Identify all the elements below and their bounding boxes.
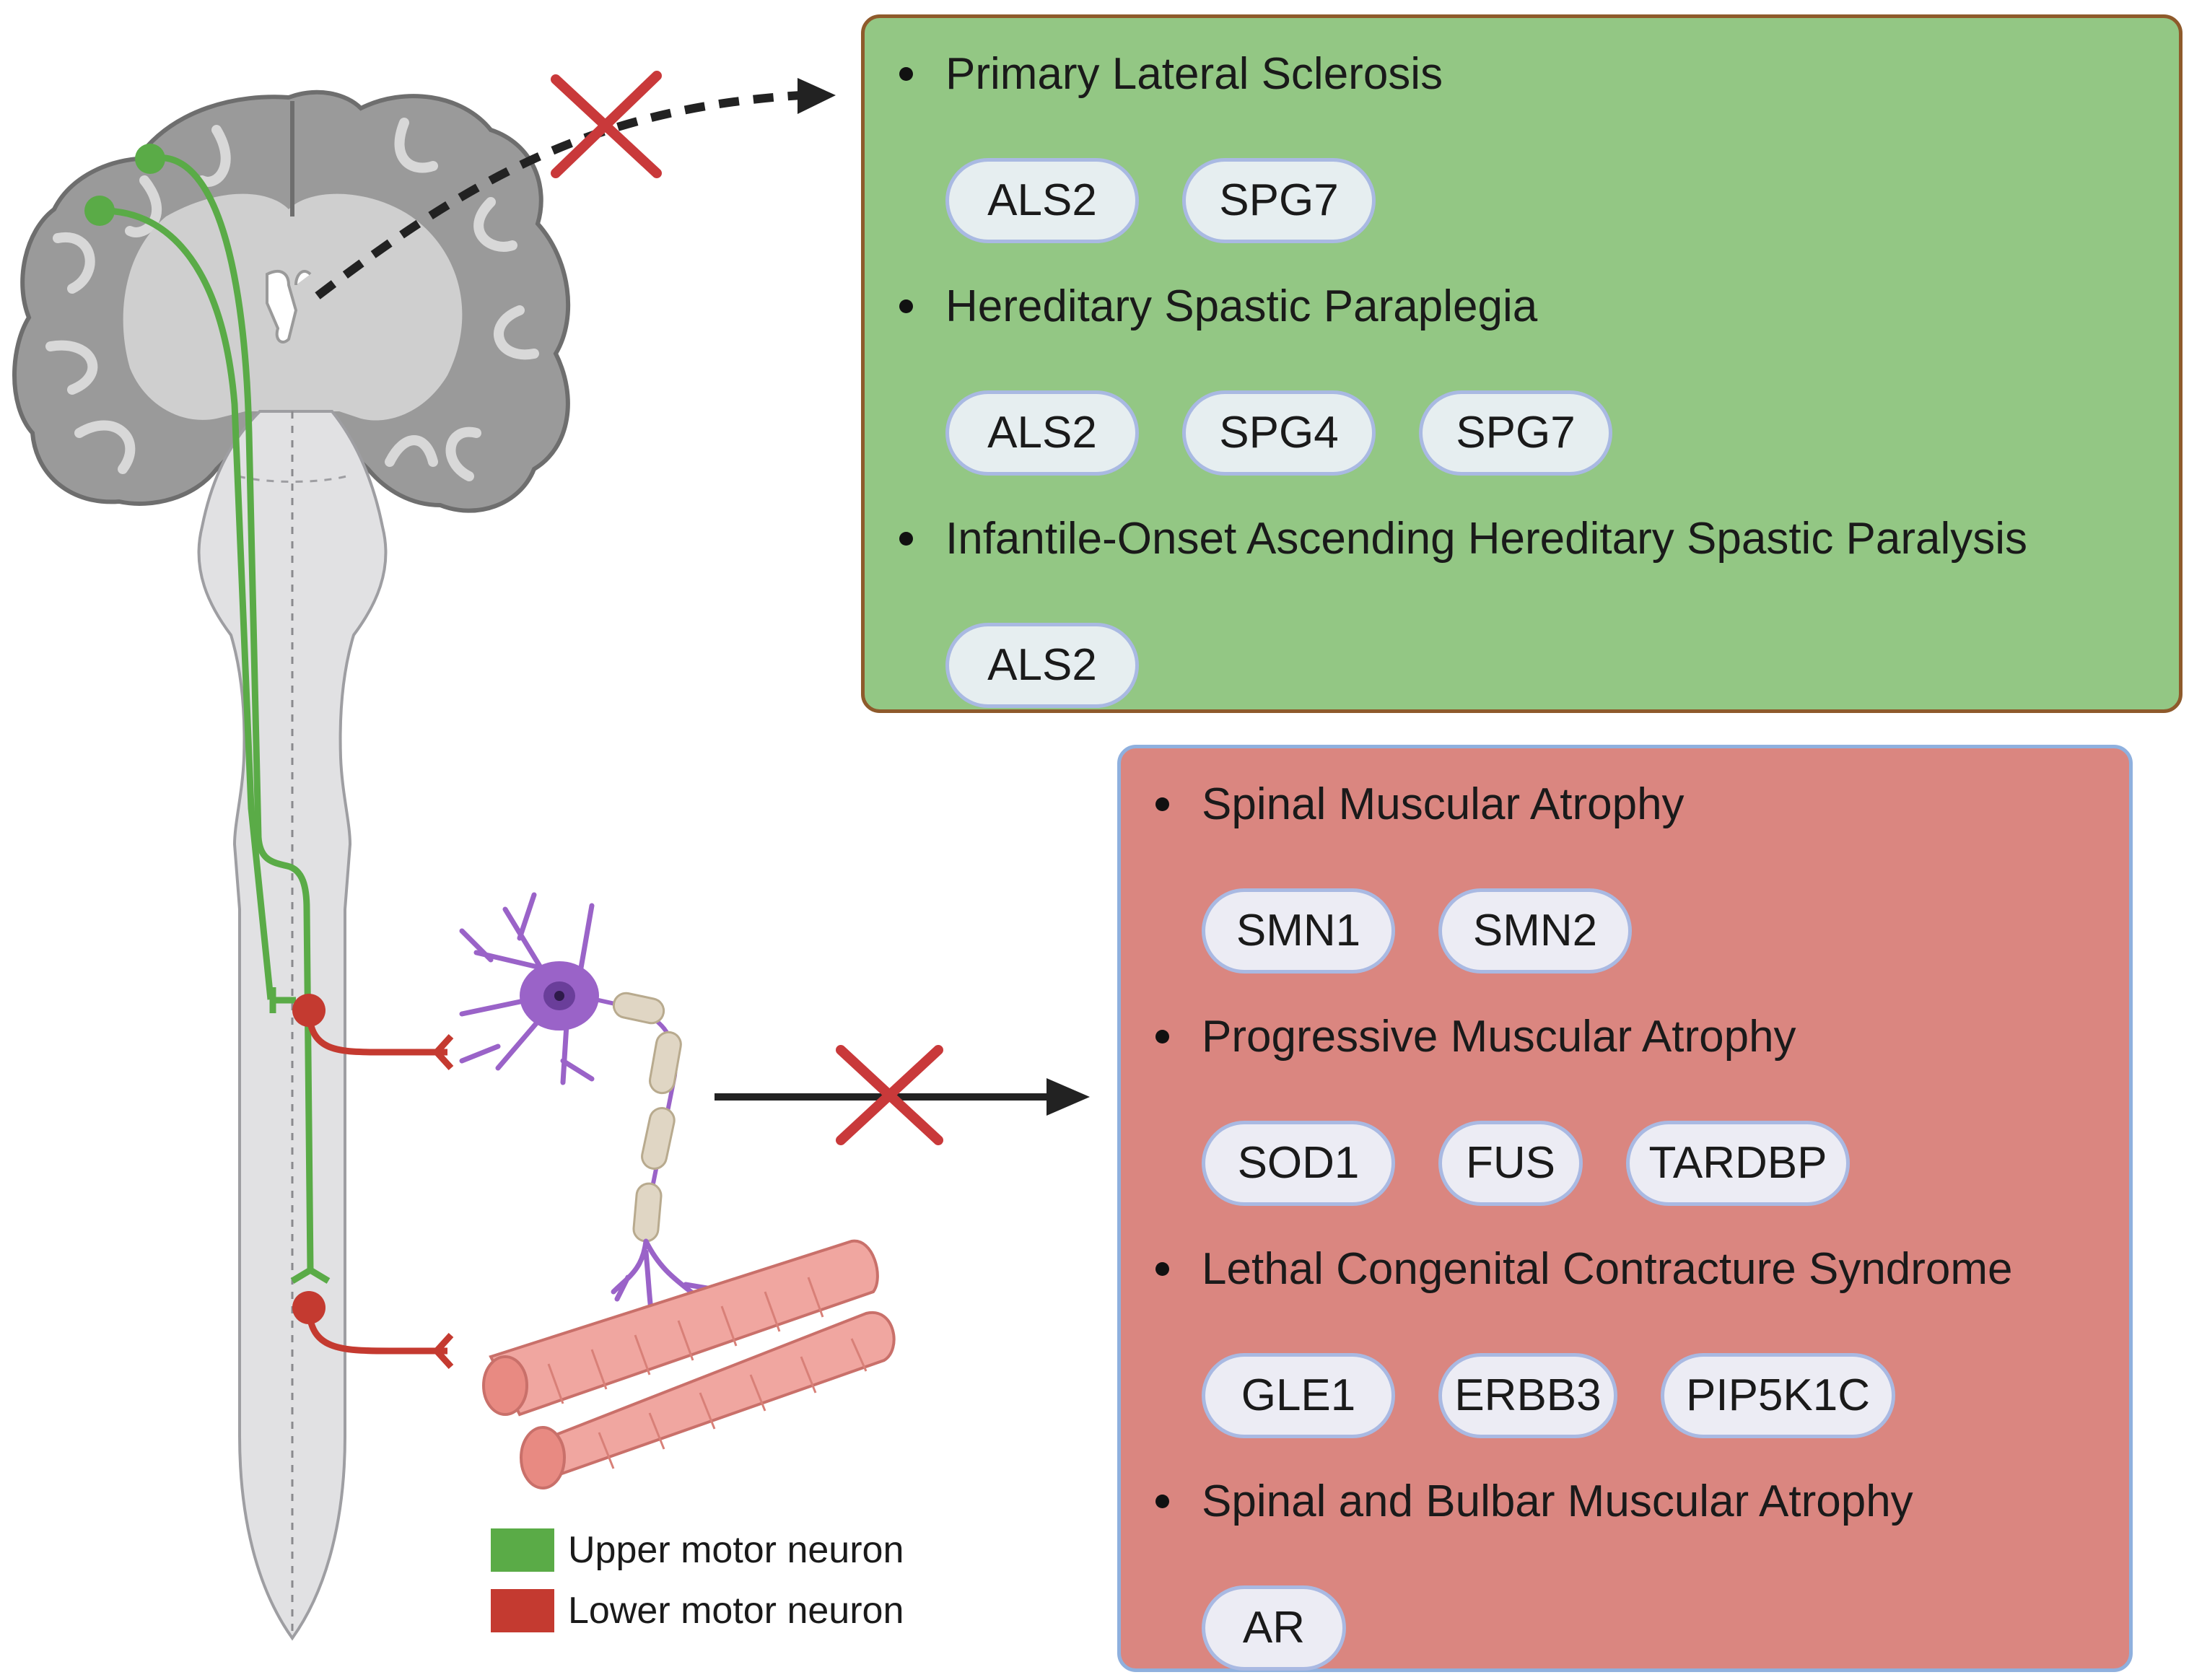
bullet-icon <box>1155 1495 1169 1508</box>
gene-pill: ERBB3 <box>1438 1353 1617 1438</box>
umn-cell-body-1 <box>135 144 165 174</box>
muscle-fiber-icon <box>482 1239 896 1489</box>
legend-label-upper: Upper motor neuron <box>568 1529 904 1571</box>
gene-pill: AR <box>1202 1585 1346 1671</box>
gene-pill: ALS2 <box>945 623 1139 708</box>
disease-name: Infantile-Onset Ascending Hereditary Spa… <box>945 514 2028 564</box>
gene-pill: ALS2 <box>945 158 1139 243</box>
gene-pill: ALS2 <box>945 390 1139 476</box>
bullet-icon <box>1155 1262 1169 1276</box>
gene-pill: FUS <box>1438 1121 1583 1206</box>
brain-ventricle <box>266 270 312 344</box>
umn-cell-body-2 <box>84 196 115 226</box>
legend-swatch-lower <box>491 1589 554 1632</box>
dashed-arrow-icon <box>315 78 836 299</box>
disease-name: Spinal and Bulbar Muscular Atrophy <box>1202 1476 1913 1526</box>
gene-pill: SMN2 <box>1438 888 1632 974</box>
upper-motor-neuron-tracts <box>84 144 331 1284</box>
lower-motor-neuron-tracts <box>292 994 454 1370</box>
disease-name: Hereditary Spastic Paraplegia <box>945 281 1538 331</box>
umn-terminal-1 <box>269 987 296 1013</box>
bullet-icon <box>899 67 913 81</box>
block-x-icon <box>836 1045 943 1145</box>
gene-pill: SOD1 <box>1202 1121 1395 1206</box>
gene-pill: GLE1 <box>1202 1353 1395 1438</box>
disease-name: Spinal Muscular Atrophy <box>1202 779 1685 829</box>
umn-terminal-2 <box>290 1266 331 1284</box>
spinal-cord-illustration <box>197 410 388 1641</box>
block-x-icon <box>551 71 662 178</box>
gene-pill: SPG7 <box>1182 158 1376 243</box>
gene-pill: SMN1 <box>1202 888 1395 974</box>
bullet-icon <box>899 299 913 313</box>
gene-pill: SPG7 <box>1419 390 1612 476</box>
bullet-icon <box>1155 1030 1169 1044</box>
gene-pill: TARDBP <box>1626 1121 1850 1206</box>
legend-label-lower: Lower motor neuron <box>568 1590 904 1632</box>
disease-name: Lethal Congenital Contracture Syndrome <box>1202 1244 2013 1294</box>
gene-pill: PIP5K1C <box>1661 1353 1895 1438</box>
bullet-icon <box>899 532 913 546</box>
legend-swatch-upper <box>491 1528 554 1572</box>
gene-pill: SPG4 <box>1182 390 1376 476</box>
disease-name: Primary Lateral Sclerosis <box>945 49 1443 99</box>
disease-name: Progressive Muscular Atrophy <box>1202 1012 1796 1062</box>
bullet-icon <box>1155 797 1169 811</box>
motor-neuron-cell-icon <box>459 892 732 1324</box>
